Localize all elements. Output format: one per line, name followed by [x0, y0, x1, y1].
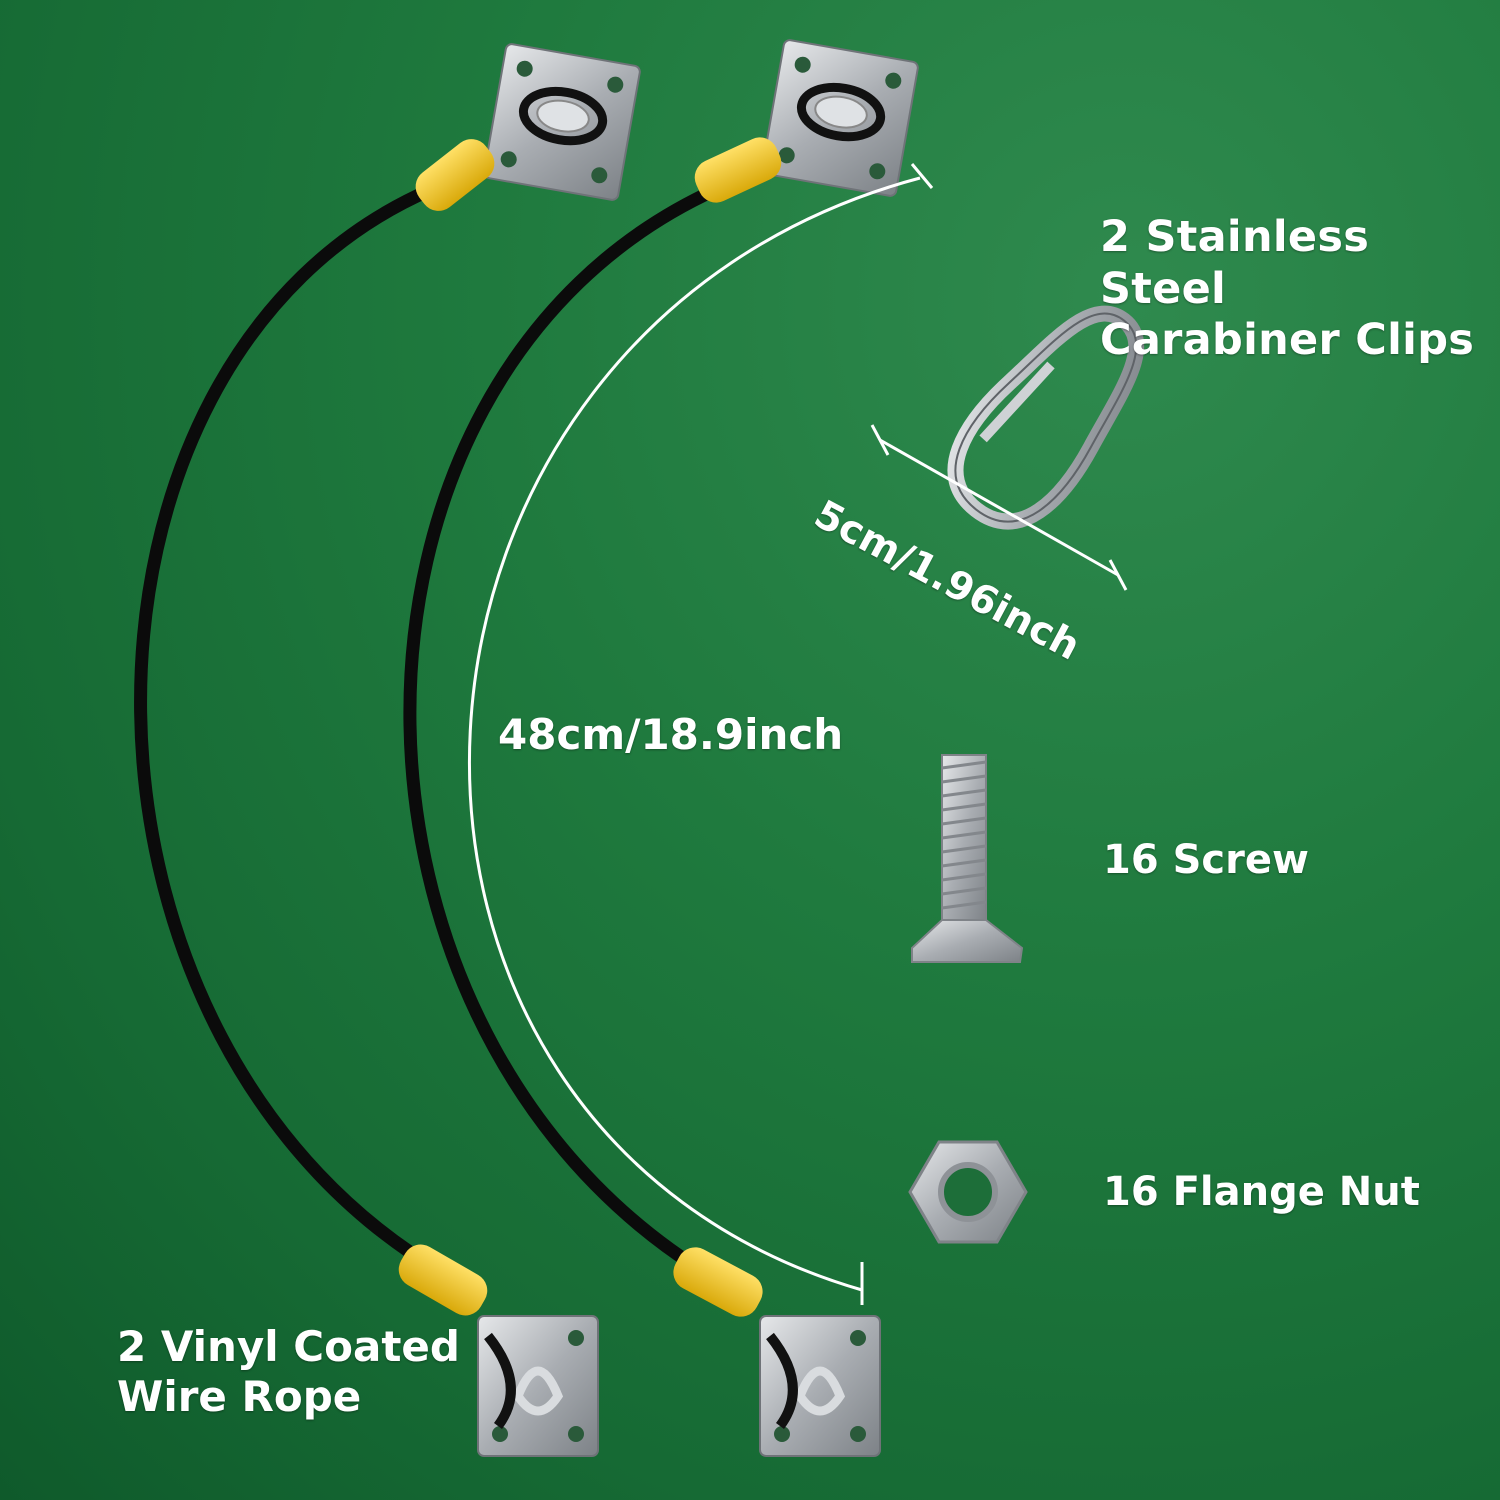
carabiner-clip	[947, 305, 1145, 530]
eye-plate-bottom-2	[759, 1315, 881, 1457]
eye-plate-bottom-1	[477, 1315, 599, 1457]
wire-rope-1	[134, 183, 462, 1287]
rope-length-dimension	[468, 163, 934, 1305]
nut-label: 16 Flange Nut	[1103, 1169, 1420, 1215]
eye-plate-top-1	[483, 43, 641, 201]
rope-label: 2 Vinyl Coated Wire Rope	[117, 1322, 460, 1422]
screw-label: 16 Screw	[1103, 837, 1309, 883]
sleeve-top-2	[694, 137, 782, 203]
eye-plate-top-2	[761, 39, 919, 197]
sleeve-top-1	[415, 139, 495, 211]
sleeve-bottom-2	[673, 1247, 763, 1317]
flange-nut	[908, 1140, 1028, 1244]
wire-rope-2	[403, 183, 742, 1297]
clip-size-dimension	[870, 424, 1128, 591]
carabiner-label: 2 Stainless Steel Carabiner Clips	[1100, 212, 1475, 366]
sleeve-bottom-1	[398, 1244, 488, 1316]
rope-length-label: 48cm/18.9inch	[498, 710, 844, 759]
screw	[911, 754, 1024, 963]
